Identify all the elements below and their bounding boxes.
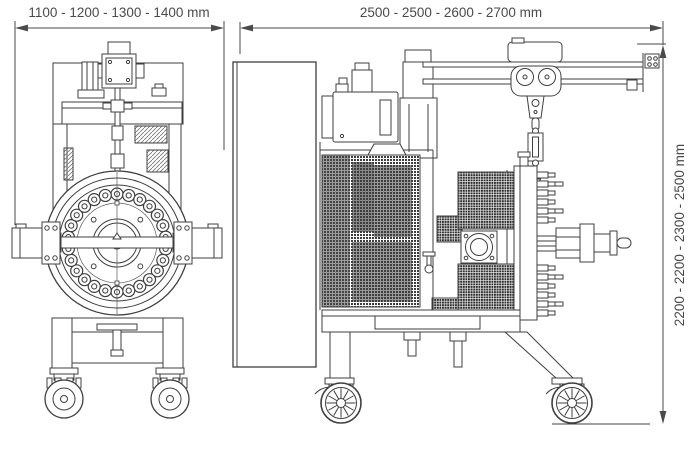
shaft-assembly	[536, 223, 632, 263]
small-motor	[351, 69, 373, 93]
arrowhead-right	[211, 24, 224, 32]
mounting-plate	[232, 61, 317, 368]
drum-hole	[98, 188, 112, 203]
face-bolt	[90, 263, 97, 270]
front-caster-right	[150, 367, 190, 419]
bolt-stub	[536, 309, 549, 317]
mesh-guard	[319, 142, 434, 310]
drum-hole	[64, 253, 78, 267]
bolt-stub	[536, 189, 549, 197]
arrowhead-left	[240, 24, 253, 32]
fitting	[151, 87, 167, 97]
bolt-stub	[536, 198, 549, 206]
drum-hole	[70, 208, 84, 222]
left-leg	[329, 331, 351, 379]
hopper	[367, 143, 407, 156]
bolt-stub	[536, 282, 549, 290]
trolley-wheel	[538, 68, 556, 86]
bolt-stub	[536, 216, 549, 224]
side-height-label: 2200 - 2200 - 2300 - 2500 mm	[672, 144, 687, 326]
drum-hole	[87, 279, 101, 293]
spring-column	[63, 147, 74, 181]
drum-hole	[150, 264, 164, 278]
bolt-stub	[536, 207, 549, 215]
trolley-wheel	[516, 68, 534, 86]
right-arm	[173, 221, 223, 265]
drum-hole	[64, 219, 78, 233]
bolt-stub	[536, 291, 549, 299]
front-width-label: 1100 - 1200 - 1300 - 1400 mm	[28, 5, 209, 20]
control-box	[321, 62, 399, 143]
front-view	[11, 41, 223, 419]
bolt-stub	[536, 264, 549, 272]
side-caster	[545, 382, 593, 424]
side-width-label: 2500 - 2500 - 2600 - 2700 mm	[360, 5, 542, 20]
diagonal-leg	[503, 331, 575, 379]
arrowhead-right	[650, 24, 663, 32]
front-cart	[51, 317, 184, 369]
dimension-side-width: 2500 - 2500 - 2600 - 2700 mm	[239, 5, 664, 54]
drum-hole	[133, 193, 147, 207]
electric-box	[134, 125, 168, 144]
drum-hole	[122, 188, 136, 203]
drum-hole	[156, 253, 170, 267]
face-bolt	[137, 216, 144, 223]
drum-hole	[156, 219, 170, 233]
drain-bar	[96, 323, 138, 331]
face-bolt	[137, 263, 144, 270]
side-view	[232, 37, 660, 425]
head-bolts	[536, 171, 564, 317]
bolt-stub	[536, 300, 549, 308]
top-motor	[93, 41, 145, 89]
dimension-side-height: 2200 - 2200 - 2300 - 2500 mm	[637, 43, 687, 424]
hoist-body	[507, 41, 563, 63]
drum-hole	[77, 199, 92, 213]
electric-box	[146, 149, 169, 173]
side-cart	[321, 309, 650, 425]
drum-hole	[150, 208, 164, 222]
drum-hole	[70, 264, 84, 278]
shaft-tip	[616, 237, 632, 249]
side-caster	[314, 382, 362, 424]
drum-hole	[142, 199, 157, 213]
arrowhead-left	[15, 24, 28, 32]
drum-hole	[98, 283, 112, 298]
drum-hole	[133, 279, 147, 293]
bolt-stub	[536, 273, 549, 281]
trolley-hoist	[507, 37, 563, 119]
drum-hole	[87, 193, 101, 207]
fitting-cap	[154, 83, 164, 89]
pump-unit	[77, 61, 105, 99]
left-arm	[11, 221, 61, 265]
arrowhead-top	[659, 45, 667, 58]
front-caster-left	[44, 367, 84, 419]
drum-hole	[77, 273, 92, 287]
dimension-front-width: 1100 - 1200 - 1300 - 1400 mm	[14, 5, 225, 225]
face-bolt	[90, 216, 97, 223]
drum-hole	[142, 273, 157, 287]
bolt-stub	[536, 180, 549, 188]
center-marker	[112, 232, 122, 240]
drum-hole	[122, 283, 136, 298]
side-casters	[314, 382, 593, 424]
drain-valve	[112, 329, 122, 351]
rotary-drum	[44, 170, 190, 316]
face-plate	[513, 165, 538, 321]
arrowhead-bottom	[659, 411, 667, 424]
bolt-stub	[536, 171, 549, 179]
